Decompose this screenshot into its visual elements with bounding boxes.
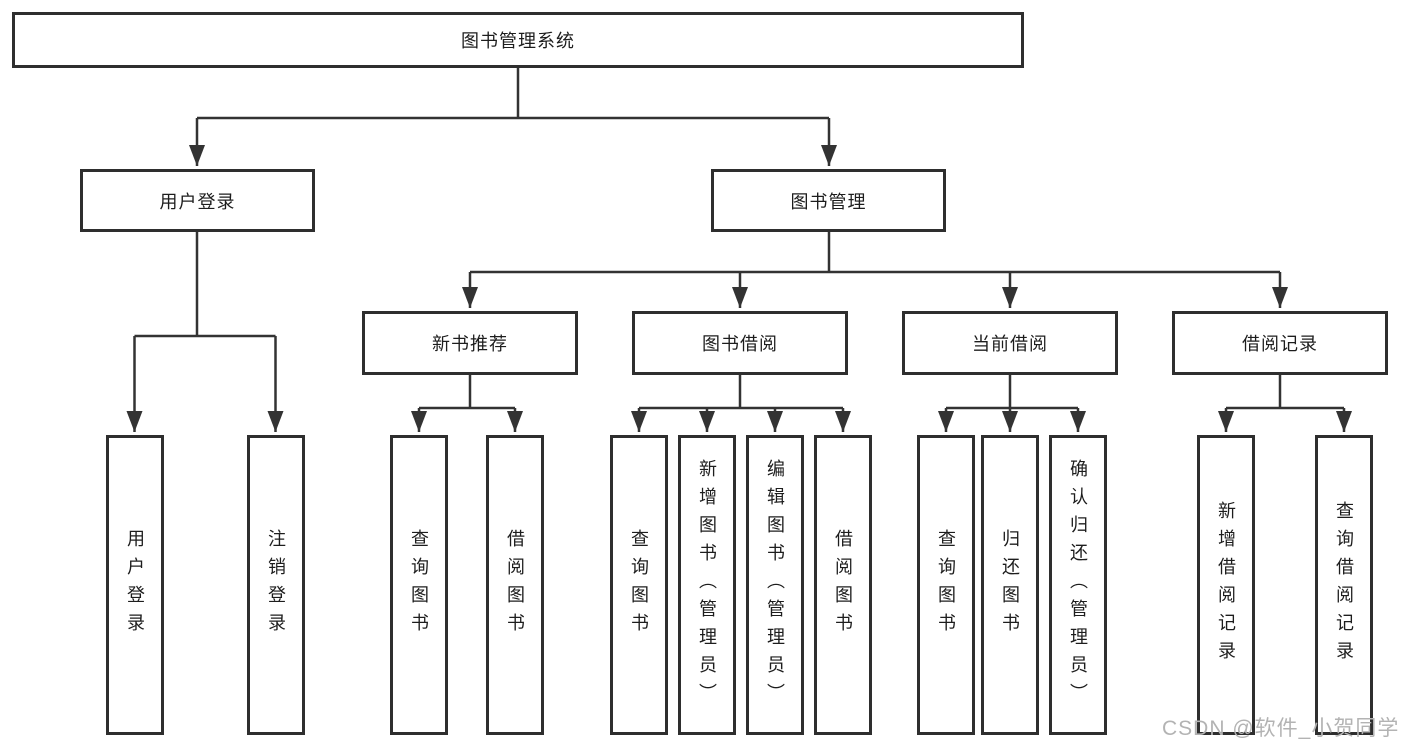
leaf-logout: 注销登录: [247, 435, 305, 735]
node-label: 注销登录: [266, 529, 286, 641]
node-label: 确认归还（管理员）: [1068, 459, 1088, 711]
leaf-add-books-admin: 新增图书（管理员）: [678, 435, 736, 735]
node-label: 借阅图书: [833, 529, 853, 641]
node-book-borrow: 图书借阅: [632, 311, 848, 375]
node-new-book-recommend: 新书推荐: [362, 311, 578, 375]
node-label: 归还图书: [1000, 529, 1020, 641]
leaf-borrow-books-recommend: 借阅图书: [486, 435, 544, 735]
leaf-add-borrow-record: 新增借阅记录: [1197, 435, 1255, 735]
leaf-edit-books-admin: 编辑图书（管理员）: [746, 435, 804, 735]
node-label: 查询借阅记录: [1334, 501, 1354, 669]
node-label: 查询图书: [936, 529, 956, 641]
node-label: 新增图书（管理员）: [697, 459, 717, 711]
node-system-root: 图书管理系统: [12, 12, 1024, 68]
node-label: 借阅图书: [505, 529, 525, 641]
leaf-query-books-recommend: 查询图书: [390, 435, 448, 735]
node-label: 查询图书: [629, 529, 649, 641]
leaf-borrow-books: 借阅图书: [814, 435, 872, 735]
leaf-query-borrow-record: 查询借阅记录: [1315, 435, 1373, 735]
node-current-borrow: 当前借阅: [902, 311, 1118, 375]
leaf-confirm-return-admin: 确认归还（管理员）: [1049, 435, 1107, 735]
node-label: 图书管理: [790, 191, 867, 212]
node-label: 新增借阅记录: [1216, 501, 1236, 669]
node-label: 新书推荐: [432, 334, 508, 354]
node-label: 图书管理系统: [461, 31, 575, 51]
node-label: 用户登录: [125, 529, 145, 641]
leaf-query-books-current: 查询图书: [917, 435, 975, 735]
csdn-watermark: CSDN @软件_小贺同学: [1162, 717, 1400, 740]
node-label: 图书借阅: [702, 334, 778, 354]
node-label: 借阅记录: [1242, 334, 1318, 354]
leaf-user-login: 用户登录: [106, 435, 164, 735]
node-label: 编辑图书（管理员）: [765, 459, 785, 711]
node-user-login: 用户登录: [80, 169, 315, 232]
node-label: 用户登录: [159, 191, 236, 212]
node-label: 查询图书: [409, 529, 429, 641]
node-label: 当前借阅: [972, 334, 1048, 354]
leaf-return-books: 归还图书: [981, 435, 1039, 735]
node-borrow-records: 借阅记录: [1172, 311, 1388, 375]
leaf-query-books-borrow: 查询图书: [610, 435, 668, 735]
node-book-management: 图书管理: [711, 169, 946, 232]
